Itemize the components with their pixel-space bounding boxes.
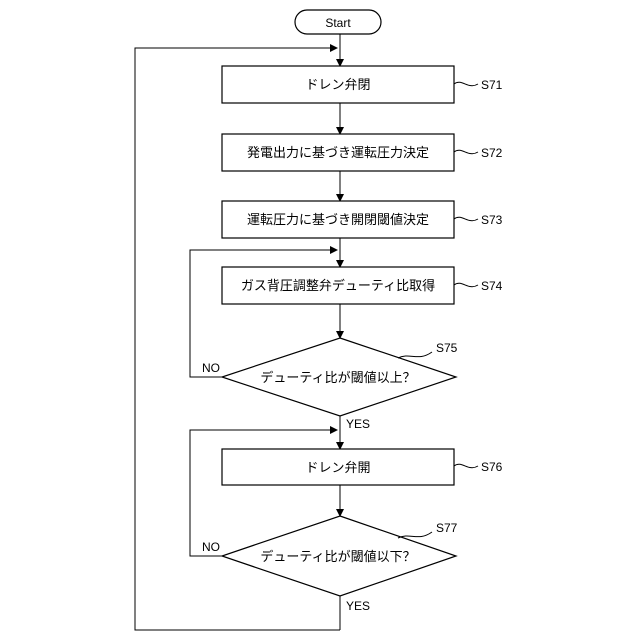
ref-s75: S75 <box>436 341 458 355</box>
ref-leader-s73 <box>454 217 478 220</box>
ref-s74: S74 <box>481 279 503 293</box>
decision-s75-yes: YES <box>346 417 370 431</box>
ref-leader-s75 <box>398 352 432 358</box>
step-s74-label: ガス背圧調整弁デューティ比取得 <box>241 278 435 294</box>
ref-s73: S73 <box>481 213 503 227</box>
step-s76: ドレン弁開 S76 <box>222 449 503 485</box>
ref-s71: S71 <box>481 78 503 92</box>
step-s72-label: 発電出力に基づき運転圧力決定 <box>247 146 429 161</box>
step-s71-label: ドレン弁閉 <box>305 78 370 93</box>
decision-s77: デューティ比が閾値以下？ S77 NO YES <box>202 516 458 613</box>
ref-leader-s74 <box>454 283 478 286</box>
step-s71: ドレン弁閉 S71 <box>222 66 503 103</box>
decision-s77-yes: YES <box>346 599 370 613</box>
decision-s75-label: デューティ比が閾値以上？ <box>260 370 415 386</box>
step-s72: 発電出力に基づき運転圧力決定 S72 <box>222 134 503 171</box>
decision-s77-no: NO <box>202 540 220 554</box>
ref-s76: S76 <box>481 460 503 474</box>
ref-leader-s77 <box>398 532 432 538</box>
step-s73: 運転圧力に基づき開閉閾値決定 S73 <box>222 201 503 238</box>
ref-s77: S77 <box>436 521 458 535</box>
step-s76-label: ドレン弁開 <box>305 461 370 476</box>
step-s73-label: 運転圧力に基づき開閉閾値決定 <box>247 212 429 228</box>
step-s74: ガス背圧調整弁デューティ比取得 S74 <box>222 267 503 304</box>
ref-s72: S72 <box>481 146 503 160</box>
start-label: Start <box>325 16 351 30</box>
decision-s75-no: NO <box>202 361 220 375</box>
ref-leader-s72 <box>454 150 478 153</box>
decision-s75: デューティ比が閾値以上？ S75 NO YES <box>202 338 458 431</box>
start-terminal: Start <box>295 10 381 34</box>
ref-leader-s76 <box>454 464 478 467</box>
decision-s77-label: デューティ比が閾値以下？ <box>260 549 415 565</box>
ref-leader-s71 <box>454 82 478 85</box>
